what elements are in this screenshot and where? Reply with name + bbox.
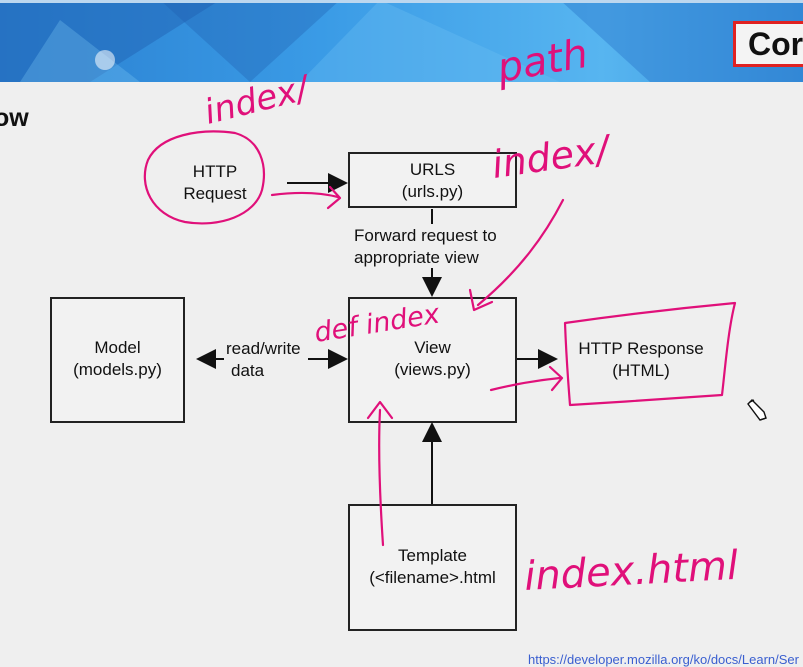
ink-arrow-response (489, 376, 562, 392)
ink-arrow-request (270, 191, 340, 199)
ink-arrowhead-template (366, 400, 394, 420)
slide-title: Cor (748, 26, 803, 62)
urls-box-title: URLS (409, 160, 456, 179)
readwrite-label-line2: data (231, 361, 265, 380)
urls-box: URLS (urls.py) (348, 152, 517, 208)
ink-arrowhead-response (548, 365, 564, 392)
model-box: Model (models.py) (50, 297, 185, 423)
model-box-title: Model (94, 338, 141, 357)
view-box: View (views.py) (348, 297, 517, 423)
ink-word-index: index/ (489, 126, 616, 186)
http-response-line1: HTTP Response (578, 339, 704, 358)
model-box-subtitle: (models.py) (73, 360, 162, 379)
forward-label-line2: appropriate view (354, 248, 479, 267)
ink-arrowhead-view (468, 288, 494, 312)
footer-source-link[interactable]: https://developer.mozilla.org/ko/docs/Le… (528, 652, 799, 667)
forward-label-line1: Forward request to (354, 226, 497, 245)
ink-strokes (143, 130, 737, 547)
slide-banner: Cor (0, 0, 803, 82)
ink-word-index-html: index.html (523, 543, 739, 600)
ink-box-response (563, 301, 737, 407)
view-box-subtitle: (views.py) (394, 360, 471, 379)
ink-word-path: path (493, 31, 592, 92)
template-box: Template (<filename>.html (348, 504, 517, 631)
banner-pattern (0, 0, 803, 82)
http-request-line1: HTTP (192, 162, 238, 181)
http-request-line2: Request (183, 184, 247, 203)
template-box-subtitle: (<filename>.html (369, 568, 496, 587)
ink-words: index/ path index/ def index index.html (201, 31, 740, 600)
banner-top-line (0, 0, 803, 3)
urls-box-subtitle: (urls.py) (401, 182, 464, 201)
ink-arrow-template (378, 408, 385, 547)
template-box-title: Template (398, 546, 467, 565)
ink-word-def-index: def index (312, 298, 442, 349)
http-response-line2: (HTML) (612, 361, 670, 380)
pencil-cursor-icon (747, 399, 767, 421)
view-box-title: View (414, 338, 451, 357)
ink-arrow-to-view (476, 198, 565, 307)
slide-title-box: Cor (733, 21, 803, 67)
ink-word-top-left: index/ (201, 68, 316, 133)
ink-circle-request (143, 130, 265, 225)
ink-arrowhead-request (326, 185, 342, 210)
slide-heading: ow (0, 104, 29, 132)
readwrite-label-line1: read/write (226, 339, 301, 358)
